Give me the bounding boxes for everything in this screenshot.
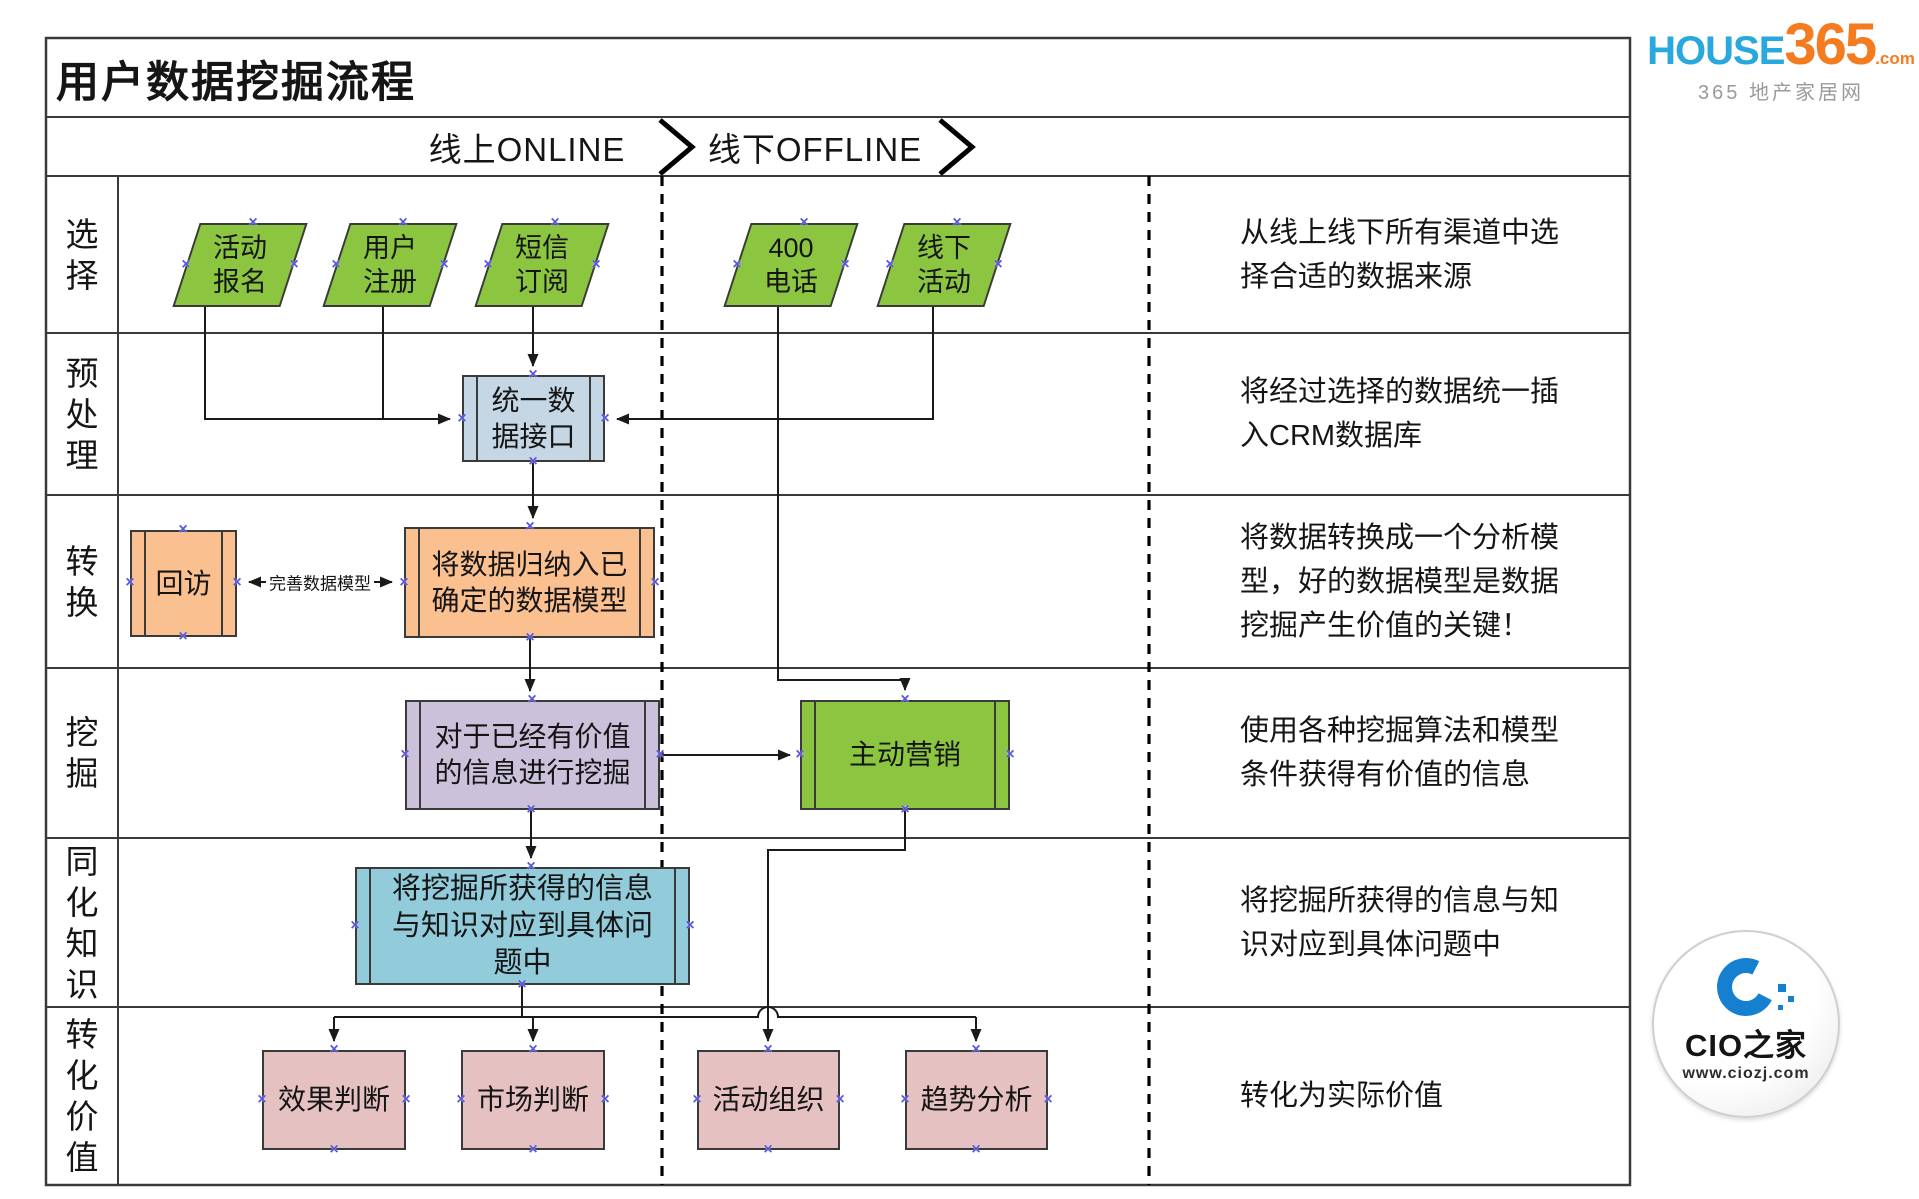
node-user-register: 用户注册 [363,233,417,297]
node-active-marketing: 主动营销 [800,700,1010,810]
connection-point-icon: × [732,256,742,273]
node-market-judgement: 市场判断 [461,1050,605,1150]
connection-point-icon: × [400,746,410,763]
connection-point-icon: × [655,746,665,763]
node-sms-subscribe: 短信订阅 [515,233,569,297]
connection-point-icon: × [528,1141,538,1158]
node-apply-knowledge: 将挖掘所获得的信息与知识对应到具体问题中 [355,867,690,985]
connection-point-icon: × [528,453,538,470]
chevron-right-icon [938,118,976,176]
connection-point-icon: × [329,1141,339,1158]
node-mine-valuable-info: 对于已经有价值的信息进行挖掘 [405,700,660,810]
edge-label-perfect-model: 完善数据模型 [266,569,374,595]
connection-point-icon: × [517,976,527,993]
connection-point-icon: × [885,256,895,273]
node-400-phone: 400电话 [764,233,818,297]
description-assimilate: 将挖掘所获得的信息与知识对应到具体问题中 [1240,884,1560,961]
connection-point-icon: × [840,256,850,273]
stage-mine: 挖掘 [65,714,99,792]
connection-point-icon: × [550,214,560,231]
cio-url: www.ciozj.com [1682,1065,1810,1082]
connection-point-icon: × [483,256,493,273]
connection-point-icon: × [650,574,660,591]
description-select: 从线上线下所有渠道中选择合适的数据来源 [1240,216,1560,293]
house365-tagline: 365 地产家居网 [1698,82,1864,104]
node-trend-analysis: 趋势分析 [905,1050,1048,1150]
cio-c-icon [1709,950,1783,1024]
connection-point-icon: × [232,574,242,591]
connection-point-icon: × [525,629,535,646]
connection-point-icon: × [401,1091,411,1108]
connection-point-icon: × [835,1091,845,1108]
node-data-model: 将数据归纳入已确定的数据模型 [404,527,655,638]
connection-point-icon: × [900,691,910,708]
connection-point-icon: × [528,1041,538,1058]
connection-point-icon: × [398,214,408,231]
connection-point-icon: × [457,410,467,427]
connection-point-icon: × [257,1091,267,1108]
connection-point-icon: × [439,256,449,273]
connection-point-icon: × [527,691,537,708]
stage-preprocess: 预处理 [65,354,99,474]
header-online: 线上ONLINE [428,131,626,168]
connection-point-icon: × [1043,1091,1053,1108]
connection-point-icon: × [526,801,536,818]
connection-point-icon: × [456,1091,466,1108]
connection-point-icon: × [600,410,610,427]
node-activity-organization: 活动组织 [697,1050,840,1150]
cio-logo: CIO之家 www.ciozj.com [1652,930,1840,1118]
connection-point-icon: × [591,256,601,273]
connection-point-icon: × [799,214,809,231]
node-callback: 回访 [130,530,237,637]
stage-assimilate: 同化知识 [65,842,99,1003]
stage-select: 选择 [65,215,99,294]
connection-point-icon: × [289,256,299,273]
connection-point-icon: × [795,746,805,763]
connection-point-icon: × [399,574,409,591]
connection-point-icon: × [900,1091,910,1108]
description-preprocess: 将经过选择的数据统一插入CRM数据库 [1240,376,1560,452]
connection-point-icon: × [178,521,188,538]
connection-point-icon: × [900,801,910,818]
cio-name: CIO之家 [1684,1028,1808,1063]
node-activity-signup: 活动报名 [213,233,267,297]
connection-point-icon: × [1005,746,1015,763]
connection-point-icon: × [181,256,191,273]
connection-point-icon: × [600,1091,610,1108]
description-value: 转化为实际价值 [1240,1080,1444,1112]
connection-point-icon: × [763,1141,773,1158]
connection-point-icon: × [993,256,1003,273]
connection-point-icon: × [526,858,536,875]
connection-point-icon: × [952,214,962,231]
connection-point-icon: × [763,1041,773,1058]
connection-point-icon: × [178,628,188,645]
connection-point-icon: × [329,1041,339,1058]
connection-point-icon: × [971,1141,981,1158]
connection-point-icon: × [248,214,258,231]
description-mine: 使用各种挖掘算法和模型条件获得有价值的信息 [1240,715,1560,791]
connection-point-icon: × [971,1041,981,1058]
page-title: 用户数据挖掘流程 [56,59,416,107]
stage-transform: 转换 [65,542,99,621]
connection-point-icon: × [331,256,341,273]
connection-point-icon: × [692,1091,702,1108]
description-transform: 将数据转换成一个分析模型，好的数据模型是数据挖掘产生价值的关键！ [1240,521,1560,642]
connection-point-icon: × [525,518,535,535]
node-unified-data-interface: 统一数据接口 [462,375,605,462]
connection-point-icon: × [125,574,135,591]
connection-point-icon: × [350,917,360,934]
house365-wordmark: HOUSE [1647,29,1785,73]
header-offline: 线下OFFLINE [707,131,923,168]
node-effect-judgement: 效果判断 [262,1050,406,1150]
connection-point-icon: × [685,917,695,934]
connection-point-icon: × [528,366,538,383]
node-offline-activity: 线下活动 [917,233,971,297]
stage-value: 转化价值 [65,1016,99,1176]
